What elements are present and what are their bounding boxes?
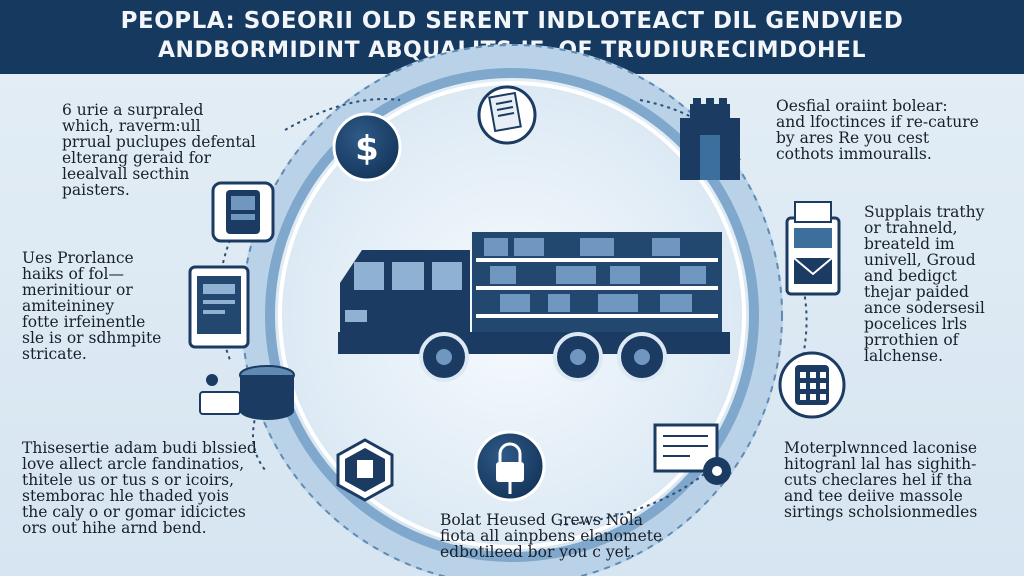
- shield-icon: [336, 438, 394, 502]
- storage-icon: [199, 365, 295, 420]
- delivery-truck: [338, 232, 730, 382]
- calculator-icon: [778, 351, 846, 419]
- mail-icon: [785, 201, 841, 296]
- note-mid-right: Supplais trathy or trahneld, breateld im…: [864, 203, 985, 365]
- building-icon: [680, 98, 740, 180]
- dollar-symbol: $: [355, 129, 379, 169]
- note-bottom-right: Moterplwnnced laconise hitogranl lal has…: [784, 439, 978, 521]
- note-mid-left: Ues Prorlance haiks of fol— merinitiour …: [22, 249, 162, 363]
- note-bottom-left: Thisesertie adam budi blssied love allec…: [22, 439, 257, 537]
- note-top-right: Oesfial oraiint bolear: and lfoctinces i…: [776, 97, 979, 163]
- title-line-1: PEOPLA: SOEORII OLD SERENT INDLOTEACT DI…: [120, 8, 904, 34]
- note-top-left: 6 urie a surpraled which, raverm:ull prr…: [62, 101, 256, 199]
- report-icon: [653, 423, 731, 485]
- dollar-icon: $: [332, 112, 402, 182]
- tablet-icon: [188, 265, 250, 349]
- note-bottom-center: Bolat Heused Grews Nola fiota all ainpbe…: [440, 511, 663, 561]
- document-icon: [477, 85, 537, 145]
- lock-icon: [474, 430, 546, 502]
- phone-icon: [211, 181, 275, 243]
